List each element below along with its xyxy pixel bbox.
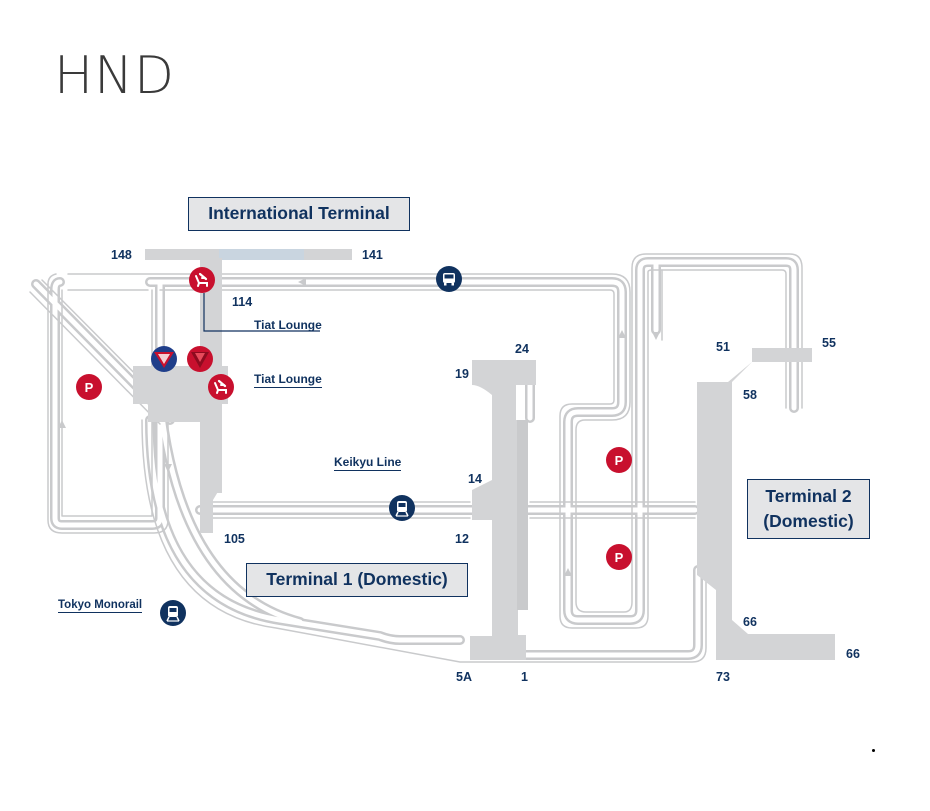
gate-66-inner: 66 <box>743 615 757 629</box>
train-icon-monorail <box>160 600 186 626</box>
gate-58: 58 <box>743 388 757 402</box>
gate-66-outer: 66 <box>846 647 860 661</box>
lounge-seat-icon-1 <box>189 267 215 293</box>
gate-19: 19 <box>455 367 469 381</box>
gate-5a: 5A <box>456 670 472 684</box>
gate-24: 24 <box>515 342 529 356</box>
intl-main-south <box>148 400 208 422</box>
airport-code-title: HND <box>54 46 176 106</box>
terminal2-building <box>697 348 835 660</box>
gate-55: 55 <box>822 336 836 350</box>
parking-letter: P <box>615 550 624 565</box>
gate-12: 12 <box>455 532 469 546</box>
gate-105: 105 <box>224 532 245 546</box>
lounge-seat-icon-2 <box>208 374 234 400</box>
terminal2-label-line2: (Domestic) <box>763 511 854 531</box>
delta-logo-icon <box>187 346 213 372</box>
corner-dot <box>872 749 875 752</box>
parking-letter: P <box>615 453 624 468</box>
intl-pier-highlight <box>219 249 304 260</box>
terminal2-label: Terminal 2 (Domestic) <box>747 479 870 539</box>
gate-1: 1 <box>521 670 528 684</box>
parking-icon-west: P <box>76 374 102 400</box>
gate-73: 73 <box>716 670 730 684</box>
terminal-buildings <box>133 249 835 660</box>
label-leaders <box>203 293 320 332</box>
gate-141: 141 <box>362 248 383 262</box>
bus-icon <box>436 266 462 292</box>
keikyu-line-label: Keikyu Line <box>334 455 402 471</box>
gate-148: 148 <box>111 248 132 262</box>
road-network <box>29 253 803 663</box>
parking-letter: P <box>85 380 94 395</box>
gate-51: 51 <box>716 340 730 354</box>
tiat-lounge-label-2: Tiat Lounge <box>254 372 322 388</box>
parking-icon-north: P <box>606 447 632 473</box>
skyteam-logo-icon <box>151 346 177 372</box>
gate-14: 14 <box>468 472 482 486</box>
terminal2-label-line1: Terminal 2 <box>765 486 852 506</box>
tokyo-monorail-label: Tokyo Monorail <box>58 599 143 613</box>
gate-114: 114 <box>232 295 253 309</box>
parking-icon-south: P <box>606 544 632 570</box>
intl-pier-south <box>200 485 222 533</box>
terminal1-label: Terminal 1 (Domestic) <box>246 563 468 597</box>
international-terminal-label: International Terminal <box>188 197 410 231</box>
road-arrows <box>58 278 660 576</box>
train-icon-keikyu <box>389 495 415 521</box>
tiat-lounge-label-1: Tiat Lounge <box>254 318 322 332</box>
